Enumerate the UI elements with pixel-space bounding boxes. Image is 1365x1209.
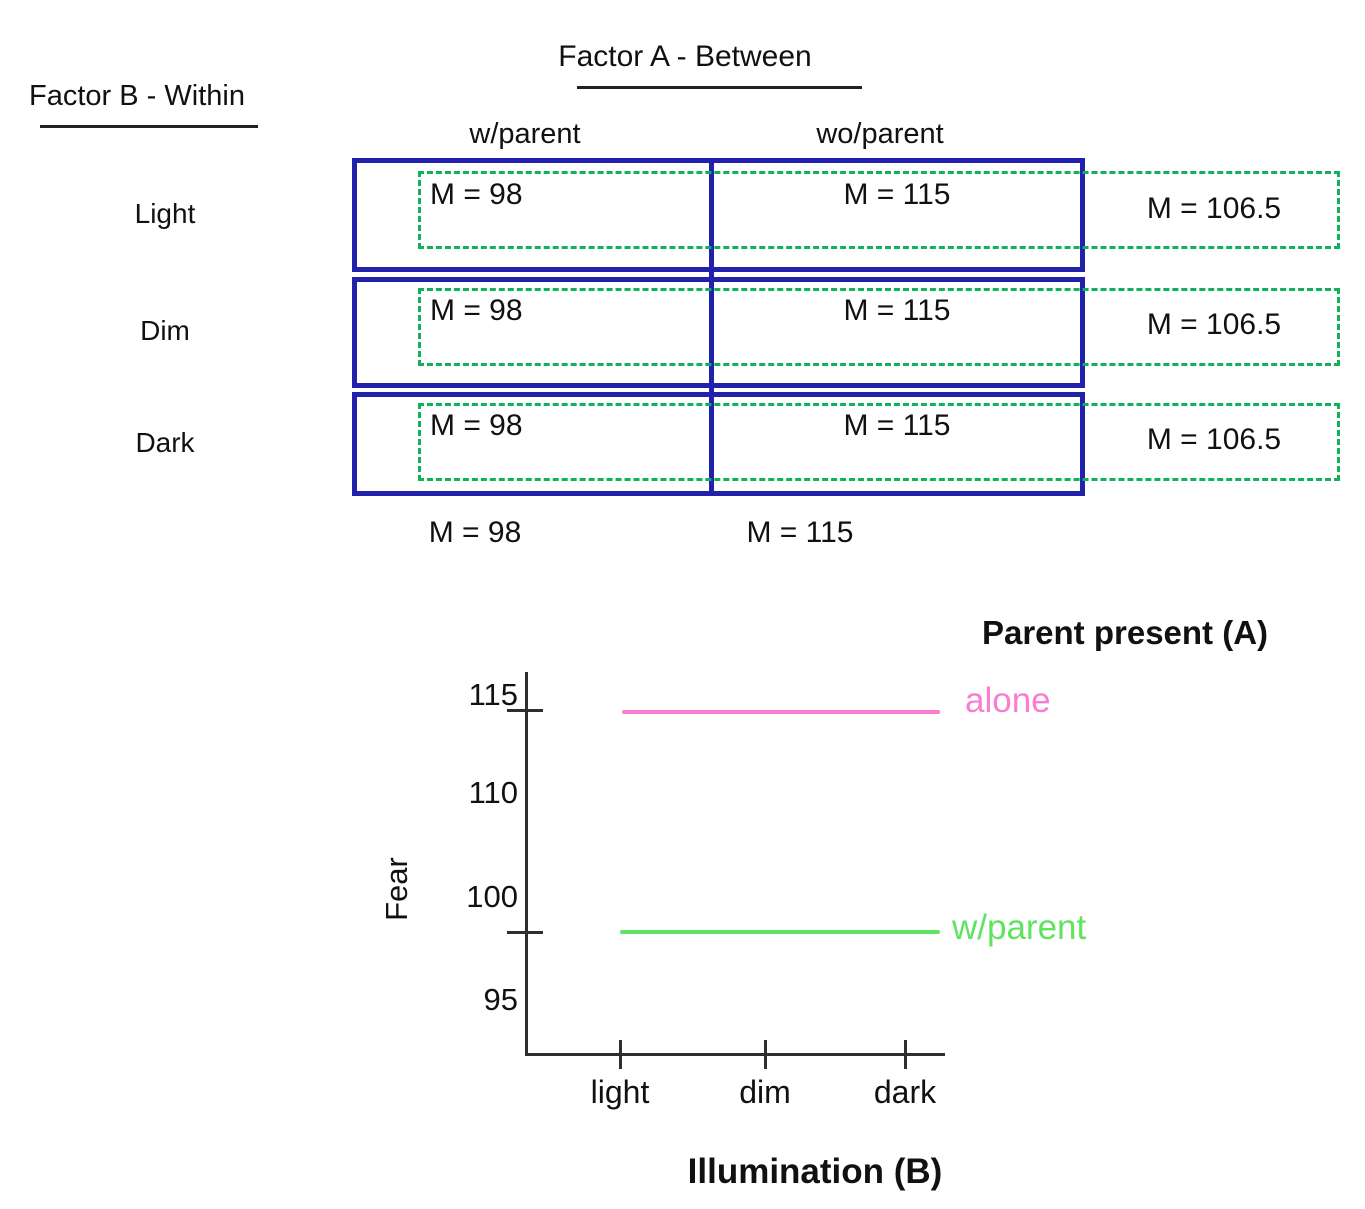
factor-b-label: Factor B - Within [29, 80, 245, 112]
y-tick-115 [507, 709, 543, 712]
y-tick-label-95: 95 [483, 982, 518, 1017]
legend-title: Parent present (A) [981, 614, 1269, 651]
cell-light-w-parent: M = 98 [430, 178, 523, 211]
series-line-alone [622, 710, 940, 714]
series-line-w-parent [620, 930, 940, 934]
cell-light-wo-parent: M = 115 [843, 178, 951, 211]
cell-dark-w-parent: M = 98 [430, 409, 523, 442]
table-row-box-light [352, 158, 1085, 272]
row-highlight-box-dark [418, 403, 1340, 481]
y-tick-label-115: 115 [468, 677, 518, 712]
x-tick-dark [904, 1040, 907, 1069]
column-mean-w-parent: M = 98 [428, 516, 522, 549]
column-header-wo-parent: wo/parent [816, 118, 944, 150]
x-axis-line [525, 1053, 945, 1056]
factor-a-label: Factor A - Between [558, 40, 812, 73]
cell-dim-w-parent: M = 98 [430, 294, 523, 327]
row-highlight-box-light [418, 171, 1340, 249]
row-mean-dim: M = 106.5 [1146, 308, 1282, 341]
factor-b-underline [40, 125, 258, 128]
legend-label-w-parent: w/parent [952, 908, 1087, 947]
table-row-box-dim [352, 277, 1085, 388]
cell-dim-wo-parent: M = 115 [843, 294, 951, 327]
y-axis-label: Fear [379, 857, 414, 921]
row-label-light: Light [134, 198, 196, 229]
column-mean-wo-parent: M = 115 [746, 516, 854, 549]
x-tick-label-dim: dim [739, 1074, 791, 1110]
row-label-dim: Dim [140, 315, 190, 346]
row-label-dark: Dark [135, 427, 195, 458]
x-tick-label-light: light [590, 1074, 650, 1110]
factor-a-underline [577, 86, 862, 89]
x-tick-light [619, 1040, 622, 1069]
table-column-divider [709, 158, 714, 496]
row-mean-dark: M = 106.5 [1146, 423, 1282, 456]
legend-label-alone: alone [965, 681, 1051, 720]
table-row-box-dark [352, 392, 1085, 496]
row-mean-light: M = 106.5 [1146, 192, 1282, 225]
row-highlight-box-dim [418, 288, 1340, 366]
y-axis-line [525, 672, 528, 1056]
x-axis-label: Illumination (B) [687, 1152, 943, 1191]
x-tick-label-dark: dark [873, 1074, 937, 1110]
y-tick-label-110: 110 [468, 775, 518, 810]
column-header-w-parent: w/parent [469, 118, 581, 150]
x-tick-dim [764, 1040, 767, 1069]
y-tick-98 [507, 931, 543, 934]
y-tick-label-100: 100 [466, 879, 518, 914]
cell-dark-wo-parent: M = 115 [843, 409, 951, 442]
